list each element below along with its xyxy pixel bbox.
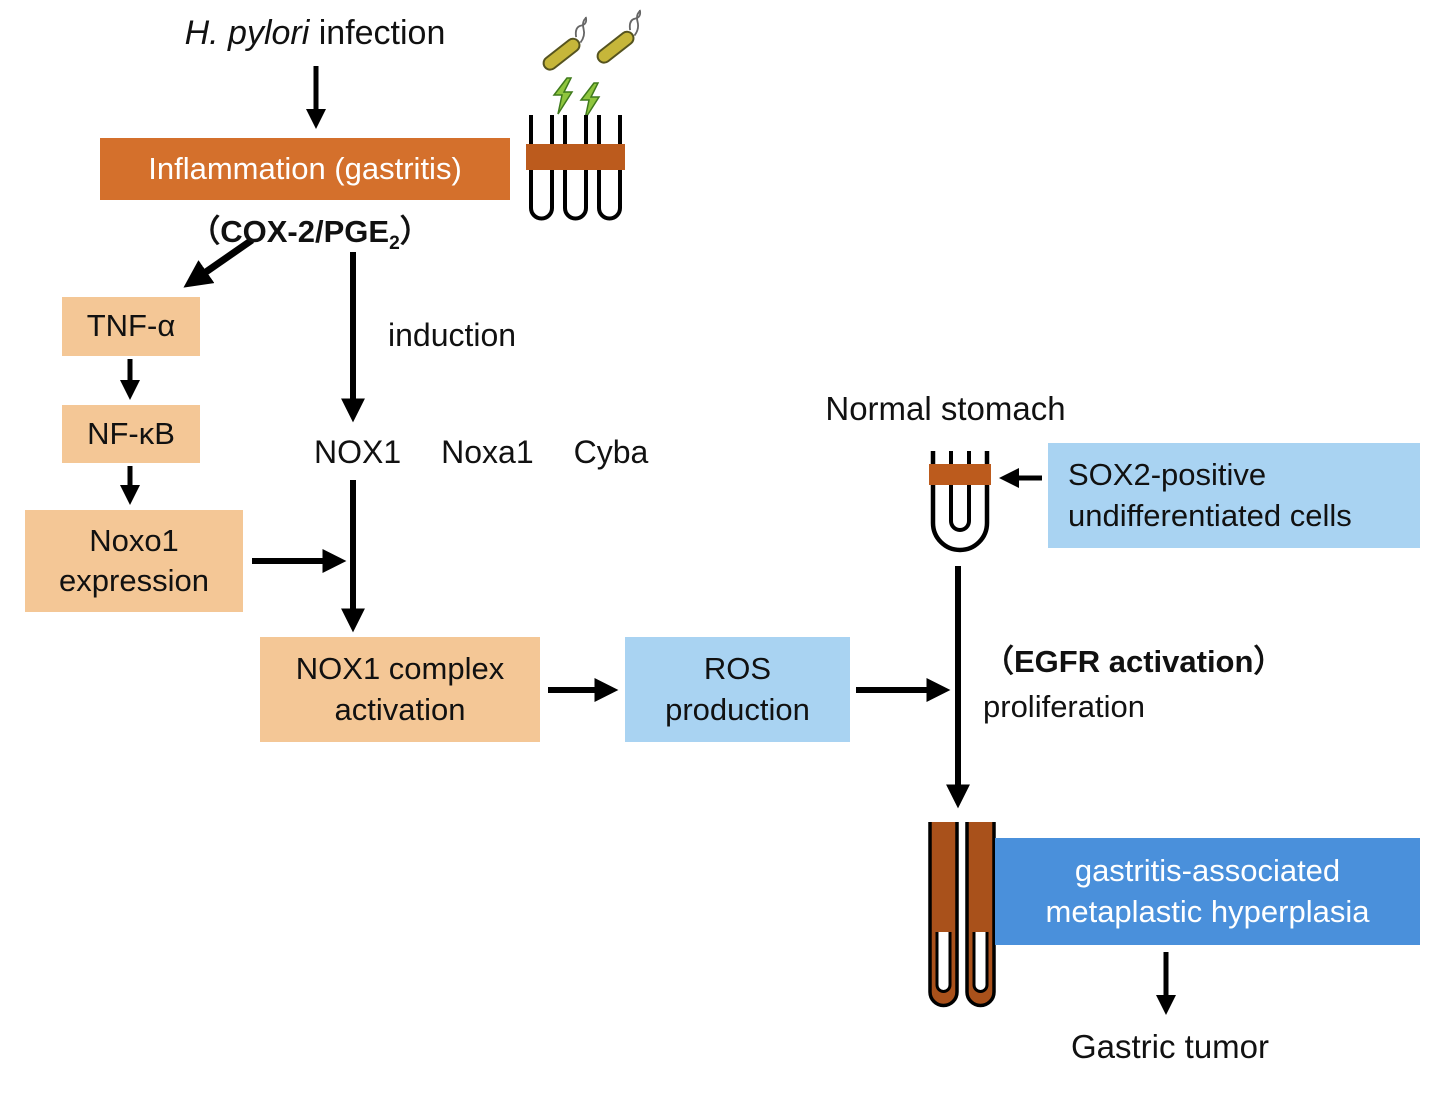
ros-line1: ROS — [703, 651, 772, 687]
ros-line2: production — [665, 691, 810, 727]
hyperplastic-gland-icon — [928, 822, 996, 1008]
infection-text: infection — [309, 14, 446, 52]
egfr-activation-label: （EGFR activation） — [983, 644, 1285, 679]
normal-stomach-label: Normal stomach — [825, 390, 1066, 427]
induction-label: induction — [388, 317, 517, 353]
genes-row: NOX1 Noxa1 Cyba — [314, 434, 648, 471]
gene-nox1: NOX1 — [314, 434, 402, 470]
noxo1-line1: Noxo1 — [89, 522, 179, 558]
nox1-complex-line2: activation — [334, 691, 466, 727]
tnf-alpha-label: TNF-α — [86, 308, 176, 344]
gene-noxa1: Noxa1 — [441, 434, 534, 470]
metaplastic-hyperplasia-box: gastritis-associated metaplastic hyperpl… — [995, 838, 1420, 945]
noxo1-line2: expression — [59, 563, 209, 598]
arrow-cox2-to-tnf — [183, 237, 254, 288]
inflammation-gastritis-box: Inflammation (gastritis) — [100, 138, 510, 200]
metaplasia-line2: metaplastic hyperplasia — [1045, 893, 1370, 929]
lightning-icon — [552, 77, 601, 120]
gene-cyba: Cyba — [573, 434, 649, 470]
nox1-complex-activation-box: NOX1 complex activation — [260, 637, 540, 742]
nfkb-label: NF-κB — [87, 415, 175, 451]
proliferation-label: proliferation — [983, 688, 1145, 724]
metaplasia-line1: gastritis-associated — [1074, 853, 1341, 889]
nfkb-box: NF-κB — [62, 405, 200, 463]
gastric-tumor-label: Gastric tumor — [1070, 1028, 1270, 1065]
sox2-undifferentiated-cells-box: SOX2-positive undifferentiated cells — [1048, 443, 1420, 548]
bacteria-icon — [542, 9, 642, 71]
nox1-complex-line1: NOX1 complex — [295, 651, 505, 687]
sox2-line2: undifferentiated cells — [1068, 497, 1352, 533]
normal-gland-icon — [929, 451, 991, 553]
ros-production-box: ROS production — [625, 637, 850, 742]
egfr-proliferation-label: （EGFR activation） proliferation — [983, 640, 1284, 730]
gastritis-gland-cluster-icon — [526, 115, 625, 221]
cox2-pge2-label: （COX-2/PGE2） — [189, 214, 431, 255]
tnf-alpha-box: TNF-α — [62, 297, 200, 356]
hpylori-infection-title: H. pylori infection — [110, 14, 520, 53]
noxo1-expression-box: Noxo1 expression — [25, 510, 243, 612]
sox2-line1: SOX2-positive — [1068, 457, 1267, 493]
hpylori-italic-text: H. pylori — [184, 14, 310, 52]
inflammation-label: Inflammation (gastritis) — [148, 150, 462, 186]
